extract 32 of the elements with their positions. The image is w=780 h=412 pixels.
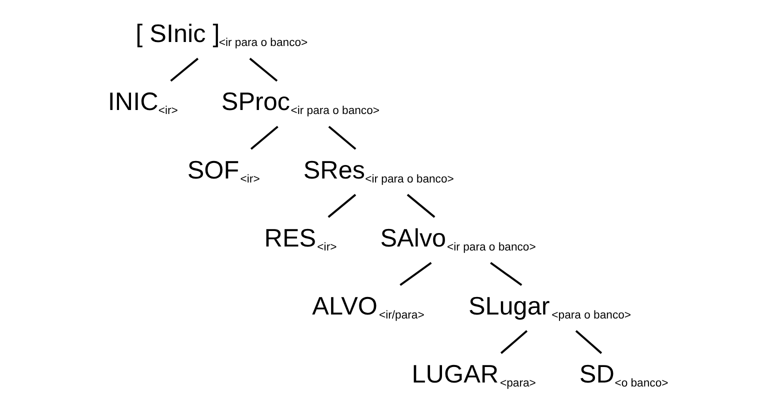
connector (400, 262, 432, 286)
node-text: SProc (221, 88, 290, 116)
connector (575, 330, 602, 354)
node-text: SD (579, 360, 614, 388)
node-text: SOF (187, 156, 240, 184)
connector (328, 126, 356, 150)
node-label: <ir> (240, 173, 260, 186)
node-text: SLugar (468, 292, 550, 320)
connector (250, 126, 278, 150)
node-label: <para> (500, 378, 536, 390)
node-label: <ir para o banco> (365, 173, 454, 186)
node-label: <ir para o banco> (218, 37, 308, 50)
connector (490, 262, 522, 286)
connector (170, 58, 199, 82)
node-label: <para o banco> (552, 309, 632, 322)
node-label: <ir> (317, 241, 337, 254)
node-label: <ir para o banco> (447, 241, 536, 254)
connector (406, 194, 436, 218)
node-text: RES (264, 224, 316, 252)
node-text: INIC (108, 88, 158, 116)
node-label: <ir> (158, 105, 178, 118)
connector (249, 58, 278, 82)
node-text: SRes (303, 156, 365, 184)
connector (328, 194, 356, 218)
connector (500, 330, 528, 354)
node-text: SAlvo (380, 224, 446, 252)
node-text: ALVO (312, 292, 378, 320)
node-label: <ir para o banco> (290, 105, 380, 118)
node-label: <ir/para> (378, 309, 424, 322)
node-text: LUGAR (412, 360, 499, 388)
node-label: <o banco> (614, 378, 668, 390)
node-text: [ SInic ] (136, 20, 220, 48)
